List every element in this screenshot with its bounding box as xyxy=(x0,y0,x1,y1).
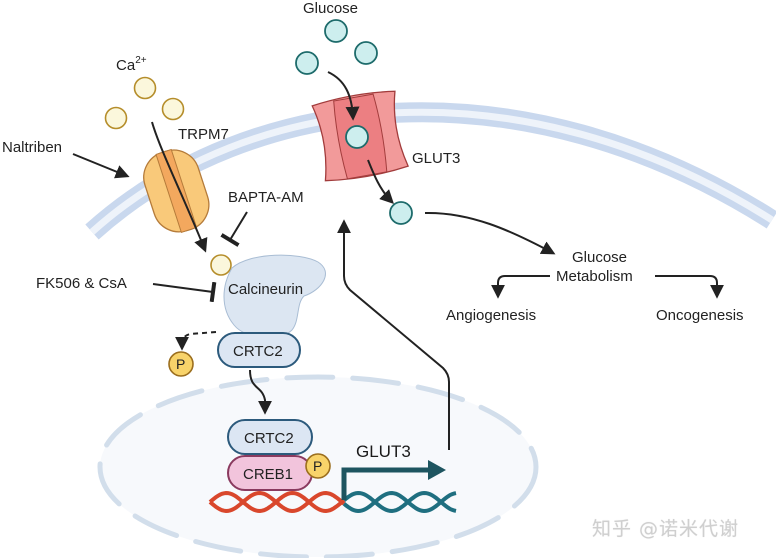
calcium-ion xyxy=(161,97,185,121)
glucose-intracellular xyxy=(389,201,413,225)
calcium-ion xyxy=(133,76,157,100)
crtc2-cytoplasm xyxy=(217,332,301,368)
fk506-csa-label: FK506 & CsA xyxy=(36,275,127,292)
nuclear-translocation-arrow xyxy=(249,369,272,415)
naltriben-activation-arrow xyxy=(72,153,130,179)
glut3-expression-arrow xyxy=(337,219,450,450)
creb1-label: CREB1 xyxy=(243,466,293,483)
trpm7-channel xyxy=(143,148,210,234)
oncogenesis-label: Oncogenesis xyxy=(656,307,744,324)
calcium-ion-bound xyxy=(210,254,232,276)
fk506-csa-inhibition xyxy=(152,281,217,303)
creb1-phosphate xyxy=(305,453,331,479)
bapta-am-inhibition xyxy=(220,211,248,247)
glucose-in-transporter xyxy=(345,125,369,149)
bapta-am-label: BAPTA-AM xyxy=(228,189,304,206)
calcineurin-shape xyxy=(223,254,326,339)
creb1-phosphate-label: P xyxy=(313,458,322,474)
dna-double-helix xyxy=(208,490,457,514)
oncogenesis-arrow xyxy=(655,275,724,299)
phosphate-group xyxy=(168,351,194,377)
glucose-metabolism-label-line1: Glucose xyxy=(572,249,627,266)
crtc2-nucleus-label: CRTC2 xyxy=(244,430,294,447)
angiogenesis-label: Angiogenesis xyxy=(446,307,536,324)
phosphate-label: P xyxy=(176,356,185,372)
glut3-transporter-label: GLUT3 xyxy=(412,150,460,167)
dna-strand-gene-b xyxy=(342,490,457,514)
glucose-entry-arrow xyxy=(327,71,360,121)
calcineurin-label: Calcineurin xyxy=(228,281,303,298)
dna-strand-gene-a xyxy=(342,490,457,514)
glucose-label: Glucose xyxy=(303,0,358,17)
crtc2-cytoplasm-label: CRTC2 xyxy=(233,343,283,360)
watermark: 知乎 @诺米代谢 xyxy=(592,518,740,540)
glucose-molecule xyxy=(354,41,378,65)
transcription-arrowhead xyxy=(428,460,446,480)
glucose-metabolism-label-line2: Metabolism xyxy=(556,268,633,285)
transcription-start-arrow xyxy=(341,467,430,500)
metabolism-arrow xyxy=(424,211,556,255)
glucose-molecules xyxy=(295,19,378,75)
calcium-ions xyxy=(104,76,185,130)
trpm7-label: TRPM7 xyxy=(178,126,229,143)
glut3-gene-label: GLUT3 xyxy=(356,442,411,461)
crtc2-nucleus xyxy=(227,419,313,455)
dna-strand-promoter-b xyxy=(208,490,346,514)
naltriben-label: Naltriben xyxy=(2,139,62,156)
angiogenesis-arrow xyxy=(491,275,550,299)
calcium-ion xyxy=(104,106,128,130)
dephosphorylation-arrow xyxy=(175,331,217,351)
glucose-exit-arrow xyxy=(367,159,394,204)
calcium-influx-arrow xyxy=(151,121,208,253)
glucose-molecule xyxy=(324,19,348,43)
calcium-label: Ca2+ xyxy=(116,55,147,74)
glucose-molecule xyxy=(295,51,319,75)
